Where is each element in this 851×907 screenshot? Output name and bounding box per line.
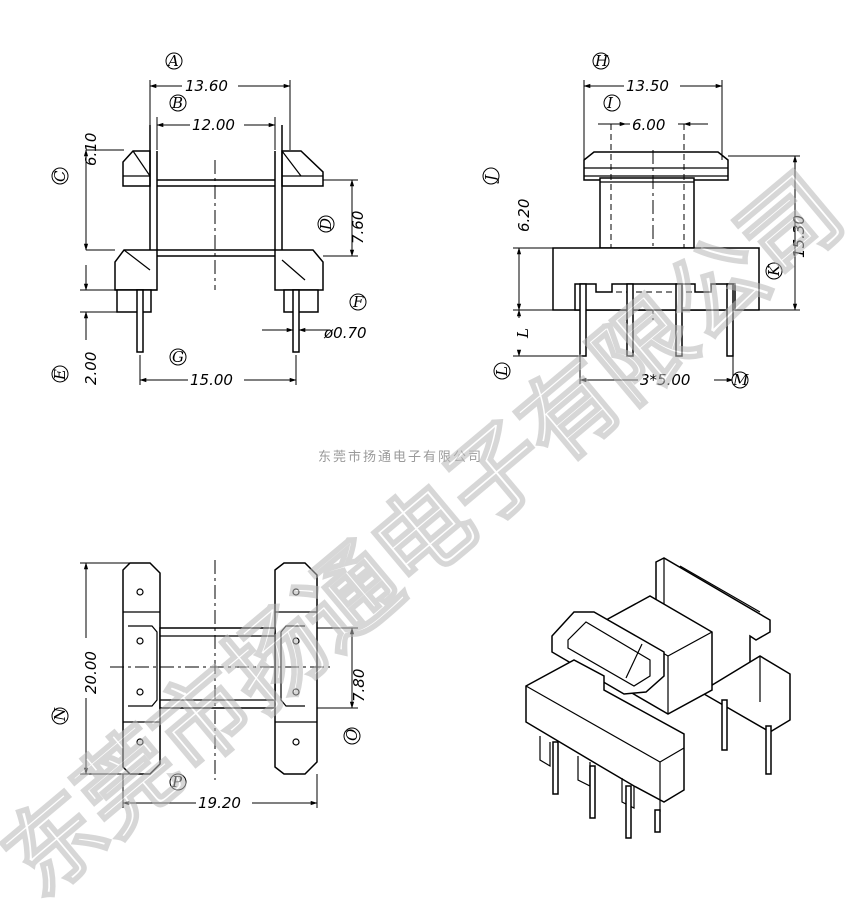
label-e: E (51, 369, 69, 381)
label-i: I (606, 94, 614, 112)
label-k: K (765, 264, 783, 277)
isometric-view (525, 557, 791, 839)
dim-l-value: L (514, 328, 532, 339)
label-d: D (317, 218, 335, 231)
dim-i-value: 6.00 (632, 116, 665, 134)
label-g: G (172, 348, 184, 366)
dim-g-value: 15.00 (190, 371, 233, 389)
dim-d-value: 7.60 (349, 211, 367, 244)
label-c: C (51, 170, 69, 182)
dim-e-value: 2.00 (82, 352, 100, 385)
dim-n-value: 20.00 (82, 651, 100, 694)
label-p: P (171, 773, 183, 791)
label-h: H (594, 52, 609, 70)
label-j: J (482, 174, 500, 184)
label-m: M (732, 371, 749, 389)
label-f: F (352, 293, 364, 311)
side-view: 13.50 H 6.00 I 6.20 J 15.30 K L L (482, 52, 808, 389)
dim-m-value: 3*5.00 (640, 371, 690, 389)
label-n: N (51, 707, 69, 722)
label-a: A (166, 52, 179, 70)
dim-c-value: 6.10 (82, 133, 100, 166)
top-view: 20.00 N 7.80 O 19.20 P (51, 560, 368, 812)
label-b: B (171, 94, 183, 112)
dim-k-value: 15.30 (790, 215, 808, 258)
dim-p-value: 19.20 (198, 794, 241, 812)
dim-j-value: 6.20 (515, 199, 533, 232)
dim-f-value: ø0.70 (323, 324, 367, 342)
dim-h-value: 13.50 (626, 77, 669, 95)
label-l: L (493, 366, 511, 377)
dim-a-value: 13.60 (185, 77, 228, 95)
dim-o-value: 7.80 (350, 669, 368, 702)
company-caption: 东莞市扬通电子有限公司 (318, 449, 483, 465)
front-view: 13.60 A 12.00 B 6.10 C 7.60 D 2.00 E (51, 52, 367, 389)
dim-b-value: 12.00 (192, 116, 235, 134)
label-o: O (343, 729, 361, 741)
